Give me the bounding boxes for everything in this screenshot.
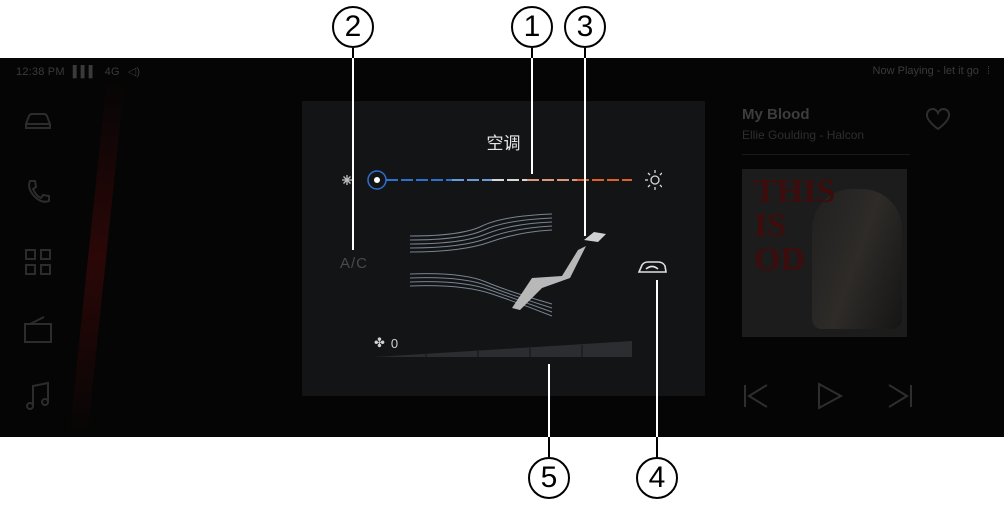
sun-icon xyxy=(645,170,662,190)
now-playing-text: Now Playing - let it go xyxy=(872,65,979,77)
callout-1-leader-top xyxy=(531,48,533,58)
album-art: THIS IS OD xyxy=(742,169,907,337)
callout-4-leader xyxy=(656,280,658,437)
radio-icon[interactable] xyxy=(22,314,54,346)
snowflake-icon xyxy=(342,175,352,185)
callout-5-leader xyxy=(548,364,550,437)
fan-speed-row: ✤ 0 xyxy=(374,335,398,351)
callout-2-leader xyxy=(352,58,354,250)
air-recirculation-icon[interactable] xyxy=(636,256,668,278)
temperature-thumb xyxy=(367,170,387,190)
car-icon[interactable] xyxy=(22,104,54,136)
fan-speed-value: 0 xyxy=(390,335,399,351)
ac-toggle[interactable]: A/C xyxy=(340,255,369,272)
seat-airflow-icon[interactable] xyxy=(402,206,612,326)
song-title: My Blood xyxy=(742,106,810,123)
album-portrait xyxy=(812,189,902,329)
volume-icon: ◁) xyxy=(127,66,141,78)
menu-dots-icon[interactable]: ⁞ xyxy=(986,65,990,77)
fan-icon: ✤ xyxy=(374,335,385,350)
divider xyxy=(742,154,910,155)
album-art-text: THIS IS OD xyxy=(754,173,836,278)
music-note-icon[interactable] xyxy=(22,380,54,412)
infotainment-screen: 12:38 PM ▌▌▌ 4G ◁) Now Playing - let it … xyxy=(0,58,1004,437)
status-bar-right: Now Playing - let it go ⁞ xyxy=(873,65,990,77)
heart-icon[interactable] xyxy=(924,106,952,132)
callout-3: 3 xyxy=(564,6,606,48)
next-icon[interactable] xyxy=(884,381,914,411)
callout-3-leader xyxy=(584,58,586,236)
network-type: 4G xyxy=(104,65,120,78)
clock: 12:38 PM xyxy=(16,65,65,78)
signal-icon: ▌▌▌ xyxy=(72,65,97,78)
callout-2: 2 xyxy=(332,6,374,48)
status-bar-left: 12:38 PM ▌▌▌ 4G ◁) xyxy=(16,65,141,79)
fan-speed-slider[interactable] xyxy=(374,339,632,359)
callout-2-leader-top xyxy=(352,48,354,58)
callout-4: 4 xyxy=(636,457,678,499)
play-icon[interactable] xyxy=(814,381,844,411)
panel-title: 空调 xyxy=(486,134,521,153)
media-panel: My Blood Ellie Goulding - Halcon THIS IS… xyxy=(742,106,982,426)
callout-1: 1 xyxy=(511,6,553,48)
callout-4-leader-bottom xyxy=(656,437,658,457)
previous-icon[interactable] xyxy=(742,381,772,411)
callout-5: 5 xyxy=(528,457,570,499)
temperature-slider[interactable] xyxy=(342,169,662,191)
callout-5-leader-bottom xyxy=(548,437,550,457)
callout-3-leader-top xyxy=(584,48,586,58)
callout-1-leader xyxy=(531,58,533,174)
decorative-streak xyxy=(69,78,125,437)
song-artist: Ellie Goulding - Halcon xyxy=(742,128,865,142)
phone-icon[interactable] xyxy=(22,176,54,208)
climate-panel: 空调 xyxy=(302,101,705,396)
apps-grid-icon[interactable] xyxy=(22,246,54,278)
